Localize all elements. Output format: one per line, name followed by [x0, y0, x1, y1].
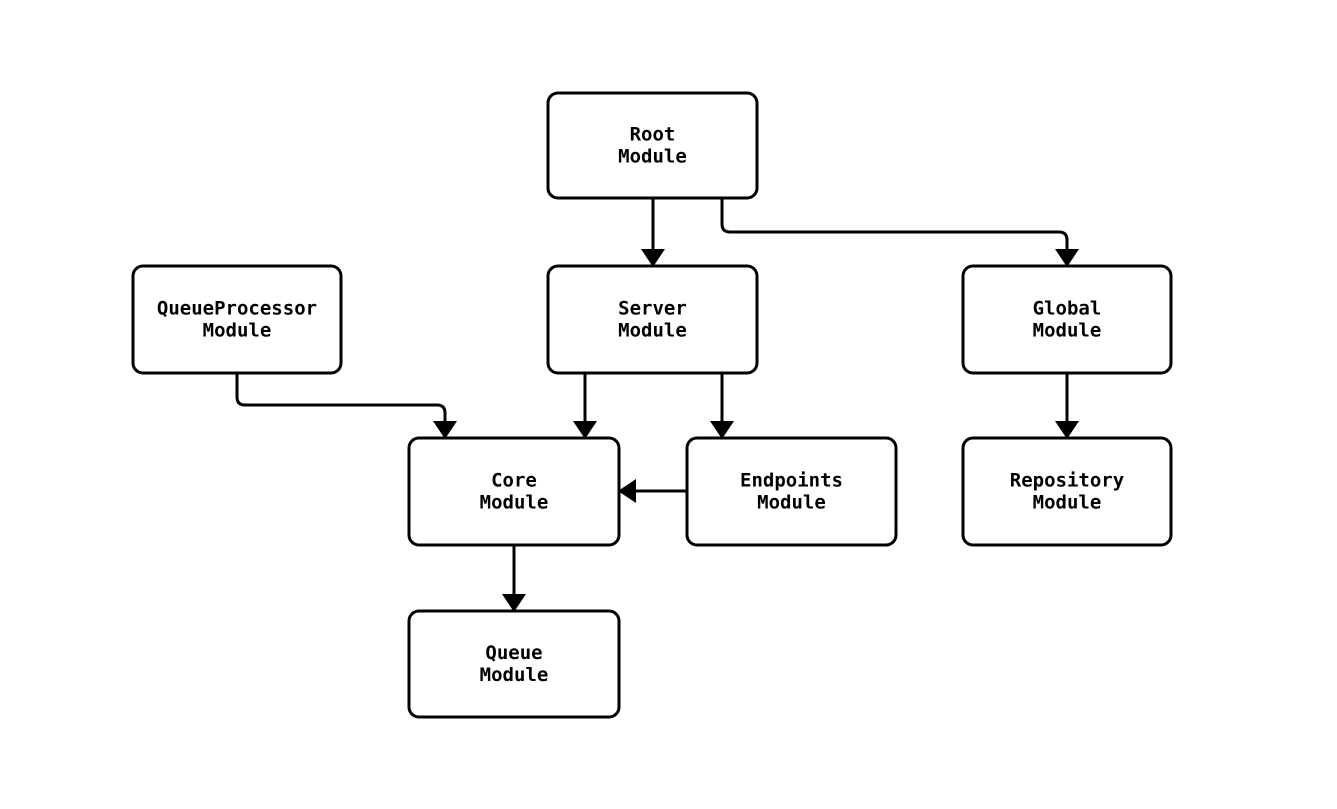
node-label-line: QueueProcessor: [157, 298, 317, 320]
node-box: [546, 264, 759, 375]
node-box: [961, 264, 1173, 375]
node-label-line: Repository: [1010, 470, 1124, 492]
node-label-line: Queue: [485, 642, 542, 664]
node-label-line: Server: [618, 298, 687, 320]
node-box: [546, 91, 759, 200]
edge-queueprocessor-module-to-core-module: [235, 373, 457, 439]
node-label-line: Core: [491, 470, 537, 492]
edges-layer: [235, 198, 1079, 612]
node-label-line: Module: [618, 146, 687, 168]
node-box: [407, 436, 621, 547]
node-label-line: Endpoints: [740, 470, 843, 492]
node-box: [685, 436, 898, 547]
node-label-line: Global: [1033, 298, 1102, 320]
edge-root-module-to-global-module: [720, 198, 1079, 267]
node-label-line: Root: [630, 124, 676, 146]
node-box: [407, 609, 621, 719]
node-box: [961, 436, 1173, 547]
node-label-line: Module: [480, 664, 549, 686]
node-label-line: Module: [1033, 492, 1102, 514]
node-box: [131, 264, 343, 375]
node-label-line: Module: [618, 320, 687, 342]
node-label-line: Module: [480, 492, 549, 514]
node-label-line: Module: [757, 492, 826, 514]
node-label-line: Module: [203, 320, 272, 342]
node-label-line: Module: [1033, 320, 1102, 342]
